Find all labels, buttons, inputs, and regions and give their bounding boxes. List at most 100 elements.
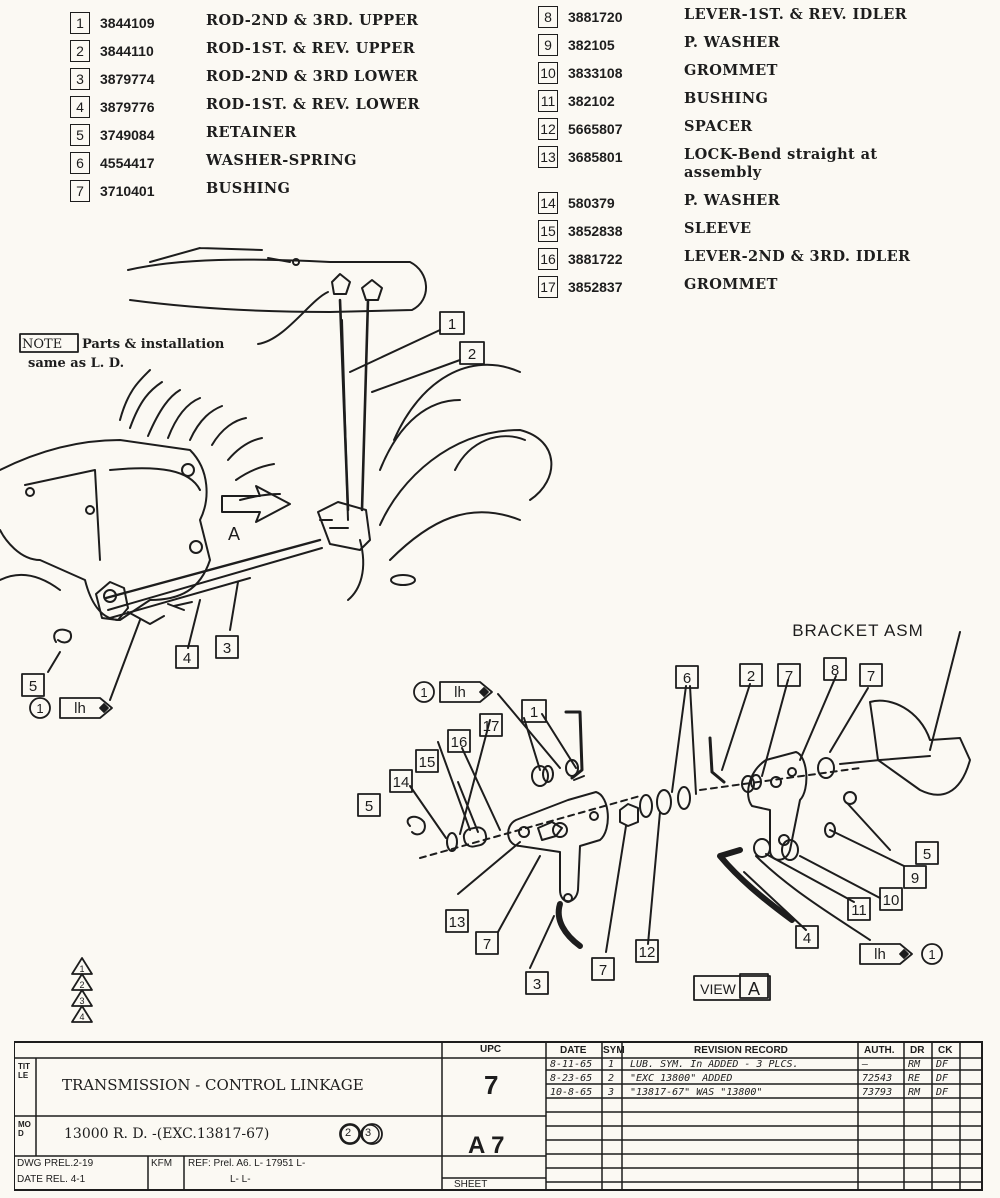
drawn-by: KFM (151, 1158, 173, 1169)
callout-8: 8 (831, 662, 839, 679)
part-description: LOCK-Bend straight at assembly (684, 146, 878, 181)
callout-7b: 7 (867, 668, 875, 685)
revision-dr: RE (908, 1073, 921, 1084)
callout-13: 13 (449, 914, 466, 931)
note-tag: NOTE (22, 337, 62, 352)
part-row: 10 3833108 GROMMET (538, 62, 777, 84)
part-description: WASHER-SPRING (206, 152, 357, 169)
bracket-asm-label: BRACKET ASM (792, 621, 924, 640)
part-index-box: 11 (538, 90, 558, 112)
revision-sym: 2 (608, 1073, 615, 1084)
note-line-1: Parts & installation (82, 337, 225, 352)
part-number: 4554417 (100, 155, 155, 171)
revision-auth: 72543 (862, 1073, 893, 1084)
dwg-prel: DWG PREL.2-19 (17, 1158, 94, 1169)
revision-ck: DF (936, 1087, 949, 1098)
title-block: UPC TITLE TRANSMISSION - CONTROL LINKAGE… (14, 1038, 984, 1192)
view-a-label: A (748, 979, 760, 999)
part-number: 3833108 (568, 65, 623, 81)
part-description: LEVER-2ND & 3RD. IDLER (684, 248, 911, 265)
rev-sym-heading: SYM (603, 1045, 625, 1056)
part-number: 3879776 (100, 99, 155, 115)
part-number: 3844110 (100, 43, 154, 59)
revision-rec: "13817-67" WAS "13800" (630, 1087, 763, 1098)
callout-1: 1 (448, 316, 456, 333)
view-label: VIEW (700, 981, 737, 997)
part-number: 3844109 (100, 15, 155, 31)
callout-14: 14 (393, 774, 410, 791)
rev-dr-heading: DR (910, 1045, 925, 1056)
callout-17: 17 (483, 718, 500, 735)
part-description: BUSHING (684, 90, 769, 107)
part-index-box: 17 (538, 276, 558, 298)
callout-9: 9 (911, 870, 919, 887)
part-index-box: 9 (538, 34, 558, 56)
revision-dr: RM (908, 1087, 921, 1098)
part-index-box: 8 (538, 6, 558, 28)
part-description: SLEEVE (684, 220, 752, 237)
part-index-box: 7 (70, 180, 90, 202)
part-description: GROMMET (684, 62, 778, 79)
part-description: P. WASHER (684, 34, 781, 51)
part-index-box: 13 (538, 146, 558, 168)
revision-auth: — (862, 1059, 869, 1070)
revision-ck: DF (936, 1059, 949, 1070)
revision-date: 8-23-65 (550, 1073, 593, 1084)
callout-3: 3 (223, 640, 231, 657)
callout-16: 16 (451, 734, 468, 751)
callout-15: 15 (419, 754, 436, 771)
part-description: ROD-1ST. & REV. LOWER (206, 96, 420, 113)
part-number: 3685801 (568, 149, 623, 165)
part-number: 3881720 (568, 9, 623, 25)
callout-10: 10 (883, 892, 900, 909)
callout-7c: 7 (483, 936, 491, 953)
part-index-box: 5 (70, 124, 90, 146)
part-index-box: 3 (70, 68, 90, 90)
sheet-code: A 7 (468, 1132, 505, 1159)
part-index-box: 2 (70, 40, 90, 62)
date-rel: DATE REL. 4-1 (17, 1174, 86, 1185)
mod-label: MOD (18, 1120, 31, 1138)
mod-circle-3: 3 (365, 1127, 372, 1139)
revision-sym: 3 (608, 1087, 615, 1098)
part-description: ROD-1ST. & REV. UPPER (206, 40, 416, 57)
circle-1-left: 1 (36, 701, 43, 716)
lub-tri-4: 4 (79, 1012, 84, 1022)
part-number: 3879774 (100, 71, 155, 87)
note-line-2: same as L. D. (28, 356, 124, 371)
part-description: BUSHING (206, 180, 291, 197)
revision-rec: LUB. SYM. In ADDED - 3 PLCS. (630, 1059, 799, 1070)
part-description: SPACER (684, 118, 753, 135)
reference-2: L- L- (230, 1174, 251, 1185)
lh-tag-left: lh (74, 700, 86, 717)
callout-1b: 1 (530, 704, 538, 721)
callout-4: 4 (183, 650, 191, 667)
part-number: 3710401 (100, 183, 155, 199)
part-number: 3749084 (100, 127, 155, 143)
part-number: 580379 (568, 195, 615, 211)
part-index-box: 12 (538, 118, 558, 140)
part-index-box: 10 (538, 62, 558, 84)
lh-tag-right: lh (874, 946, 886, 963)
rev-auth-heading: AUTH. (864, 1045, 895, 1056)
callout-7: 7 (785, 668, 793, 685)
callout-5: 5 (29, 678, 37, 695)
callout-2: 2 (468, 346, 476, 363)
part-index-box: 15 (538, 220, 558, 242)
lub-tri-2: 2 (79, 980, 84, 990)
part-number: 3881722 (568, 251, 623, 267)
drawing-title: TRANSMISSION - CONTROL LINKAGE (62, 1076, 364, 1094)
revision-date: 10-8-65 (550, 1087, 593, 1098)
lub-tri-1: 1 (79, 964, 84, 974)
model-line: 13000 R. D. -(EXC.13817-67) (64, 1126, 270, 1142)
